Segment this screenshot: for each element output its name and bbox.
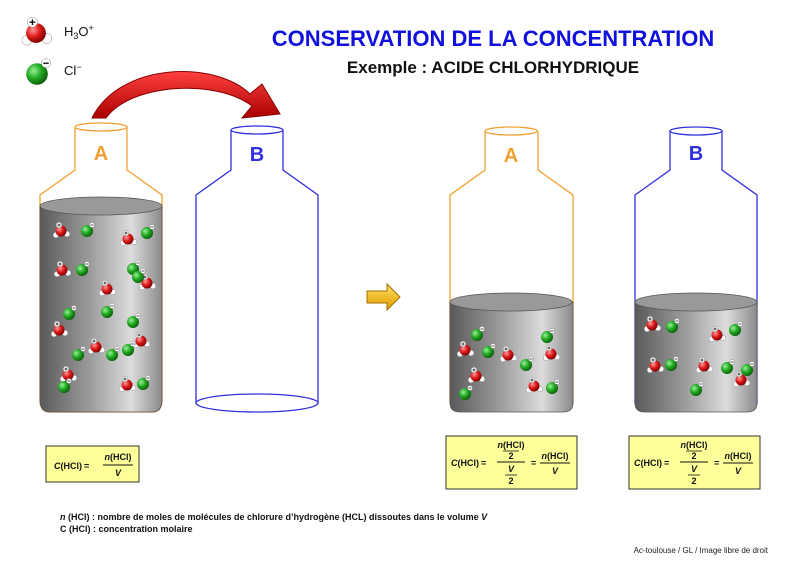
bottle-a-full: [39, 122, 163, 413]
chloride-icon: [81, 222, 95, 237]
hydronium-icon: [21, 16, 53, 46]
svg-text:n(HCl): n(HCl): [105, 452, 132, 462]
bottle-b-empty: [195, 125, 319, 413]
svg-text:V: V: [552, 466, 559, 476]
chloride-icon: [72, 346, 86, 361]
hydronium-icon: [525, 376, 544, 394]
hydronium-icon: [499, 345, 518, 363]
formula-box-b: C(HCl)= n(HCl) 2 V 2 = n(HCl) V: [628, 435, 761, 490]
molecules-a-half: [456, 326, 561, 400]
chloride-icon: [127, 313, 141, 328]
hydronium-icon: [119, 229, 138, 247]
chloride-icon: [63, 305, 77, 320]
chloride-icon: [58, 378, 72, 393]
hydronium-icon: [542, 344, 561, 362]
molecules-b-half: [643, 315, 755, 396]
bottle-b-result-label: B: [689, 143, 703, 165]
chloride-icon: [729, 321, 743, 336]
bottle-a-half: [449, 126, 574, 413]
hydronium-icon: [52, 221, 71, 239]
result-arrow-icon: [366, 282, 401, 312]
svg-text:=: =: [714, 458, 719, 468]
hydronium-icon: [50, 320, 69, 338]
svg-text:V: V: [735, 466, 742, 476]
svg-text:2: 2: [508, 451, 513, 461]
formula-box-initial: C(HCl)= n(HCl) V: [45, 445, 140, 483]
note-n-definition: n (HCl) : nombre de moles de molécules d…: [60, 512, 488, 522]
page-subtitle: Exemple : ACIDE CHLORHYDRIQUE: [347, 58, 639, 77]
chloride-icon: [132, 268, 146, 283]
chloride-icon: [101, 303, 115, 318]
svg-text:C(HCl)=: C(HCl)=: [54, 461, 89, 471]
svg-text:2: 2: [691, 451, 696, 461]
transfer-arrow-icon: [91, 71, 281, 119]
chloride-icon: [471, 326, 485, 341]
svg-text:n(HCl): n(HCl): [725, 451, 752, 461]
credit-text: Ac-toulouse / GL / Image libre de droit: [634, 546, 769, 555]
hydronium-icon: [643, 315, 662, 333]
chloride-icon: [26, 58, 51, 85]
svg-text:V: V: [691, 464, 698, 474]
svg-text:=: =: [531, 458, 536, 468]
chloride-icon: [106, 346, 120, 361]
svg-text:V: V: [115, 468, 122, 478]
legend-hydronium-label: H3O+: [64, 23, 94, 41]
chloride-icon: [690, 381, 704, 396]
bottle-a-result-label: A: [504, 145, 518, 167]
hydronium-icon: [646, 356, 665, 374]
bottle-a-label: A: [94, 143, 108, 165]
hydronium-icon: [732, 370, 751, 388]
svg-text:2: 2: [508, 476, 513, 486]
legend-chloride-icon: [26, 58, 51, 85]
svg-text:2: 2: [691, 476, 696, 486]
chloride-icon: [721, 359, 735, 374]
hydronium-icon: [695, 356, 714, 374]
page-title: CONSERVATION DE LA CONCENTRATION: [272, 26, 714, 51]
legend-chloride-label: Cl−: [64, 62, 82, 78]
chloride-icon: [137, 375, 151, 390]
chloride-icon: [520, 356, 534, 371]
svg-text:n(HCl): n(HCl): [542, 451, 569, 461]
hydronium-icon: [132, 331, 151, 349]
formula-box-a: C(HCl)= n(HCl) 2 V 2 = n(HCl) V: [445, 435, 578, 490]
molecules-a-full: [50, 221, 157, 393]
chloride-icon: [546, 379, 560, 394]
chloride-icon: [482, 343, 496, 358]
legend-hydronium-icon: [21, 16, 53, 46]
chloride-icon: [541, 328, 555, 343]
chloride-icon: [666, 318, 680, 333]
note-c-definition: C (HCl) : concentration molaire: [60, 524, 193, 534]
hydronium-icon: [467, 366, 486, 384]
chloride-icon: [141, 224, 155, 239]
svg-text:C(HCl)=: C(HCl)=: [634, 458, 669, 468]
bottle-b-half: [634, 126, 758, 413]
chloride-icon: [122, 341, 136, 356]
hydronium-icon: [98, 279, 117, 297]
svg-text:C(HCl)=: C(HCl)=: [451, 458, 486, 468]
chloride-icon: [76, 261, 90, 276]
svg-text:n(HCl): n(HCl): [498, 440, 525, 450]
hydronium-icon: [708, 325, 727, 343]
chloride-icon: [459, 385, 473, 400]
hydronium-icon: [456, 340, 475, 358]
svg-text:V: V: [508, 464, 515, 474]
chloride-icon: [741, 361, 755, 376]
bottle-b-label: B: [250, 144, 264, 166]
chloride-icon: [665, 356, 679, 371]
hydronium-icon: [87, 337, 106, 355]
svg-text:n(HCl): n(HCl): [681, 440, 708, 450]
hydronium-icon: [53, 260, 72, 278]
hydronium-icon: [118, 375, 137, 393]
